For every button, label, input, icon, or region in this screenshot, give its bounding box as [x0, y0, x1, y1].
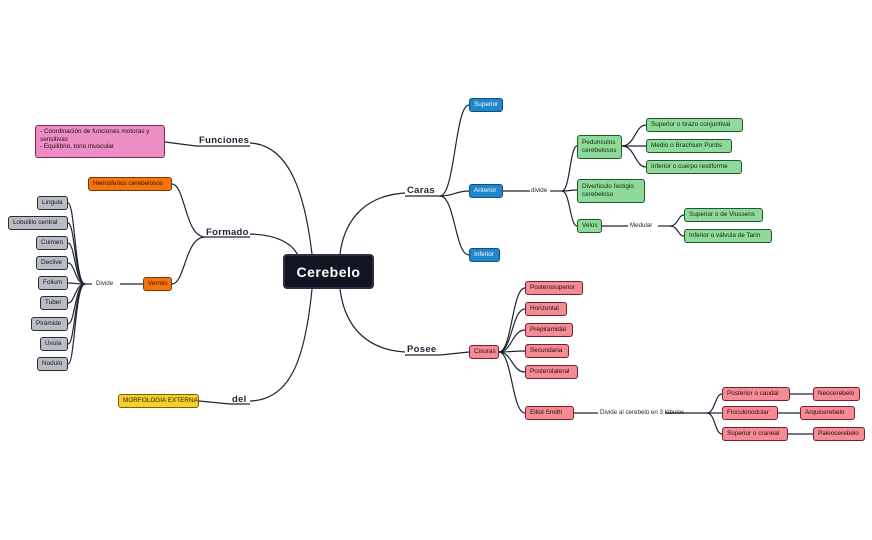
node-vermis-lingula[interactable]: Lingula [37, 196, 68, 210]
node-morfologia-externa[interactable]: MORFOLOGIA EXTERNA [118, 394, 199, 408]
node-velos[interactable]: Velos [577, 219, 602, 233]
connector-root-caras [339, 192, 406, 255]
node-cisuras[interactable]: Cisuras [469, 345, 499, 359]
branch-funciones[interactable]: Funciones [199, 135, 250, 146]
connector-root-funciones [249, 142, 313, 255]
node-inferior[interactable]: Inferior [469, 248, 500, 262]
node-cisura-secundaria[interactable]: Secundaria [525, 344, 569, 358]
node-funciones-descripcion[interactable]: - Coordinación de funciones motoras y se… [35, 125, 165, 158]
node-vermis[interactable]: Vermis [143, 277, 172, 291]
node-anterior[interactable]: Anterior [469, 184, 503, 198]
node-cisura-prepiramidal[interactable]: Prepiramidal [525, 323, 573, 337]
node-hemisferios[interactable]: Hemisferios cerebelosos [88, 177, 172, 191]
node-vermis-declive[interactable]: Declive [36, 256, 68, 270]
node-cisura-horizontal[interactable]: Horizontal [525, 302, 567, 316]
branch-del[interactable]: del [232, 394, 247, 405]
node-arquicerebelo[interactable]: Arquicerebelo [800, 406, 855, 420]
node-lobulo-floculonodular[interactable]: Floculonodular [722, 406, 778, 420]
node-vermis-folium[interactable]: Folium [38, 276, 68, 290]
node-elliot-smith[interactable]: Elliot Smith [525, 406, 574, 420]
connector-root-posee [339, 288, 406, 353]
branch-posee[interactable]: Posee [407, 344, 437, 355]
node-superior[interactable]: Superior [469, 98, 503, 112]
node-velo-inferior[interactable]: Inferior o válvula de Tarin [684, 229, 772, 243]
node-pedunculo-superior[interactable]: Superior o brazo conjuntival [646, 118, 743, 132]
node-velo-superior[interactable]: Superior o de Viussens [684, 208, 763, 222]
label-medular: Medular [630, 222, 653, 229]
node-paleocerebelo[interactable]: Paleocerebelo [813, 427, 865, 441]
node-pedunculo-medio[interactable]: Medio o Brachium Pontis [646, 139, 732, 153]
label-divide-anterior: divide [531, 187, 548, 194]
node-vermis-piramide[interactable]: Pirámide [31, 317, 68, 331]
node-neocerebelo[interactable]: Neocerebelo [813, 387, 860, 401]
node-vermis-nodulo[interactable]: Nodulo [37, 357, 68, 371]
node-diverticulo[interactable]: Diverticulo fastigio cerebeloso [577, 179, 645, 203]
connector-root-del [249, 288, 313, 402]
root-node-cerebelo[interactable]: Cerebelo [283, 254, 374, 289]
node-vermis-tuber[interactable]: Tuber [40, 296, 68, 310]
node-vermis-lobulillo-central[interactable]: Lobulillo central [8, 216, 68, 230]
label-divide-lobulos: Divide al cerebelo en 3 lóbulos [600, 409, 685, 416]
node-lobulo-posterior[interactable]: Posterior o caudal [722, 387, 790, 401]
node-cisura-posterosuperior[interactable]: Posterosuperior [525, 281, 583, 295]
node-vermis-uvula[interactable]: Uvula [40, 337, 68, 351]
node-pedunculos[interactable]: Pedunculos cerebelosos [577, 135, 622, 159]
node-pedunculo-inferior[interactable]: Inferior o cuerpo restiforme [646, 160, 742, 174]
branch-caras[interactable]: Caras [407, 185, 435, 196]
node-lobulo-superior[interactable]: Superior o craneal [722, 427, 788, 441]
node-cisura-posterolateral[interactable]: Posterolateral [525, 365, 578, 379]
branch-formado[interactable]: Formado [206, 227, 249, 238]
node-vermis-culmen[interactable]: Culmen [36, 236, 68, 250]
label-divide-vermis: Divide [96, 280, 114, 287]
